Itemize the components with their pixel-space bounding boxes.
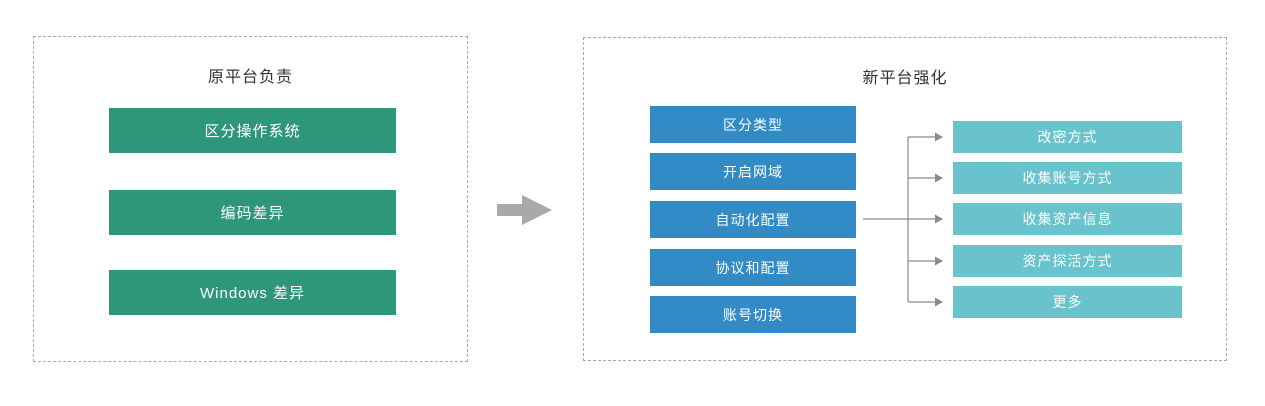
- right-bar-open-domain: 开启网域: [650, 153, 856, 190]
- right-bar-more: 更多: [953, 286, 1182, 318]
- right-bar-account-collection-method: 收集账号方式: [953, 162, 1182, 194]
- arrowhead-icon: [935, 173, 943, 183]
- left-bar-windows-difference: Windows 差异: [109, 270, 396, 315]
- arrowhead-icon: [935, 214, 943, 224]
- right-bar-protocol-config: 协议和配置: [650, 249, 856, 286]
- right-bar-asset-info-collection: 收集资产信息: [953, 203, 1182, 235]
- bar-label: 编码差异: [220, 205, 285, 222]
- right-bar-password-change-method: 改密方式: [953, 121, 1182, 153]
- bar-label: 协议和配置: [715, 259, 791, 276]
- right-bar-asset-liveness-method: 资产探活方式: [953, 245, 1182, 277]
- right-bar-account-switch: 账号切换: [650, 296, 856, 333]
- bar-label: 收集账号方式: [1022, 170, 1113, 186]
- left-bar-encoding-difference: 编码差异: [109, 190, 396, 235]
- bar-label: 资产探活方式: [1022, 253, 1113, 269]
- left-bar-os-difference: 区分操作系统: [109, 108, 396, 153]
- bar-label: 改密方式: [1037, 129, 1098, 145]
- right-block-arrow-icon: [497, 195, 552, 225]
- left-panel: 原平台负责 区分操作系统 编码差异 Windows 差异: [33, 36, 468, 362]
- right-panel: 新平台强化 区分类型 开启网域 自动化配置 协议和配置 账号切换: [583, 37, 1227, 361]
- bar-label: 区分类型: [723, 116, 783, 133]
- right-panel-title: 新平台强化: [862, 70, 948, 87]
- bar-label: 区分操作系统: [204, 123, 301, 140]
- bar-label: 更多: [1052, 294, 1083, 310]
- arrowhead-icon: [935, 256, 943, 266]
- bar-label: 开启网域: [723, 163, 783, 180]
- right-bar-automated-config: 自动化配置: [650, 201, 856, 238]
- arrowhead-icon: [935, 132, 943, 142]
- bar-label: 自动化配置: [715, 211, 791, 228]
- bar-label: 账号切换: [723, 306, 783, 323]
- arrowhead-icon: [935, 297, 943, 307]
- bar-label: 收集资产信息: [1022, 211, 1113, 227]
- left-panel-title: 原平台负责: [207, 69, 293, 86]
- bar-label: Windows 差异: [199, 285, 306, 302]
- right-bar-distinguish-type: 区分类型: [650, 106, 856, 143]
